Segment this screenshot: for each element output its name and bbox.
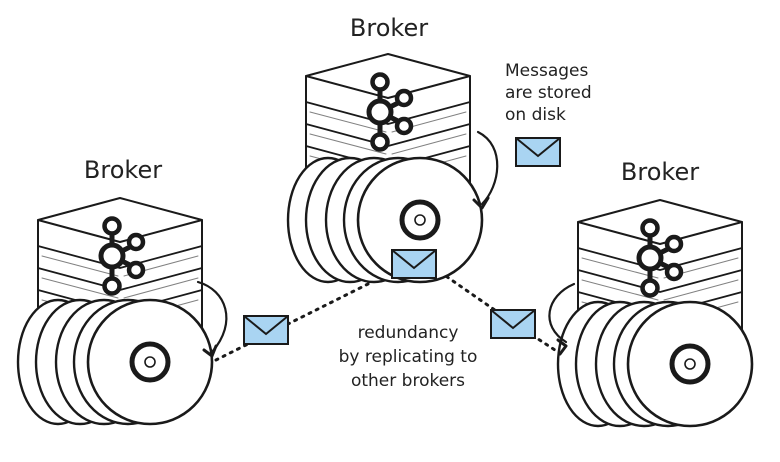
broker-center-label: Broker <box>350 14 428 42</box>
storage-annotation: Messages are stored on disk <box>505 61 592 125</box>
envelope-icon <box>243 315 289 345</box>
replication-note-line-1: redundancy <box>358 323 459 343</box>
envelope-icon <box>391 249 437 279</box>
envelope-icon <box>515 137 561 167</box>
disk-stack-left <box>18 300 212 424</box>
storage-note-line-1: Messages <box>505 61 589 81</box>
envelope-icon <box>490 309 536 339</box>
write-arrow-left <box>196 280 228 354</box>
write-arrow-right <box>548 282 576 344</box>
replication-annotation: redundancy by replicating to other broke… <box>339 323 478 391</box>
write-arrow-center <box>476 130 499 206</box>
replication-link-left <box>214 270 394 362</box>
broker-left-label: Broker <box>84 156 162 184</box>
broker-right-label: Broker <box>621 158 699 186</box>
broker-center: Broker <box>288 14 499 282</box>
replication-note-line-2: by replicating to <box>339 347 478 367</box>
replication-note-line-3: other brokers <box>351 371 465 391</box>
broker-right: Broker <box>548 158 752 426</box>
disk-stack-right <box>558 302 752 426</box>
storage-note-line-2: are stored <box>505 83 592 103</box>
broker-left: Broker <box>18 156 228 424</box>
disk-stack-center <box>288 158 482 282</box>
storage-note-line-3: on disk <box>505 105 566 125</box>
